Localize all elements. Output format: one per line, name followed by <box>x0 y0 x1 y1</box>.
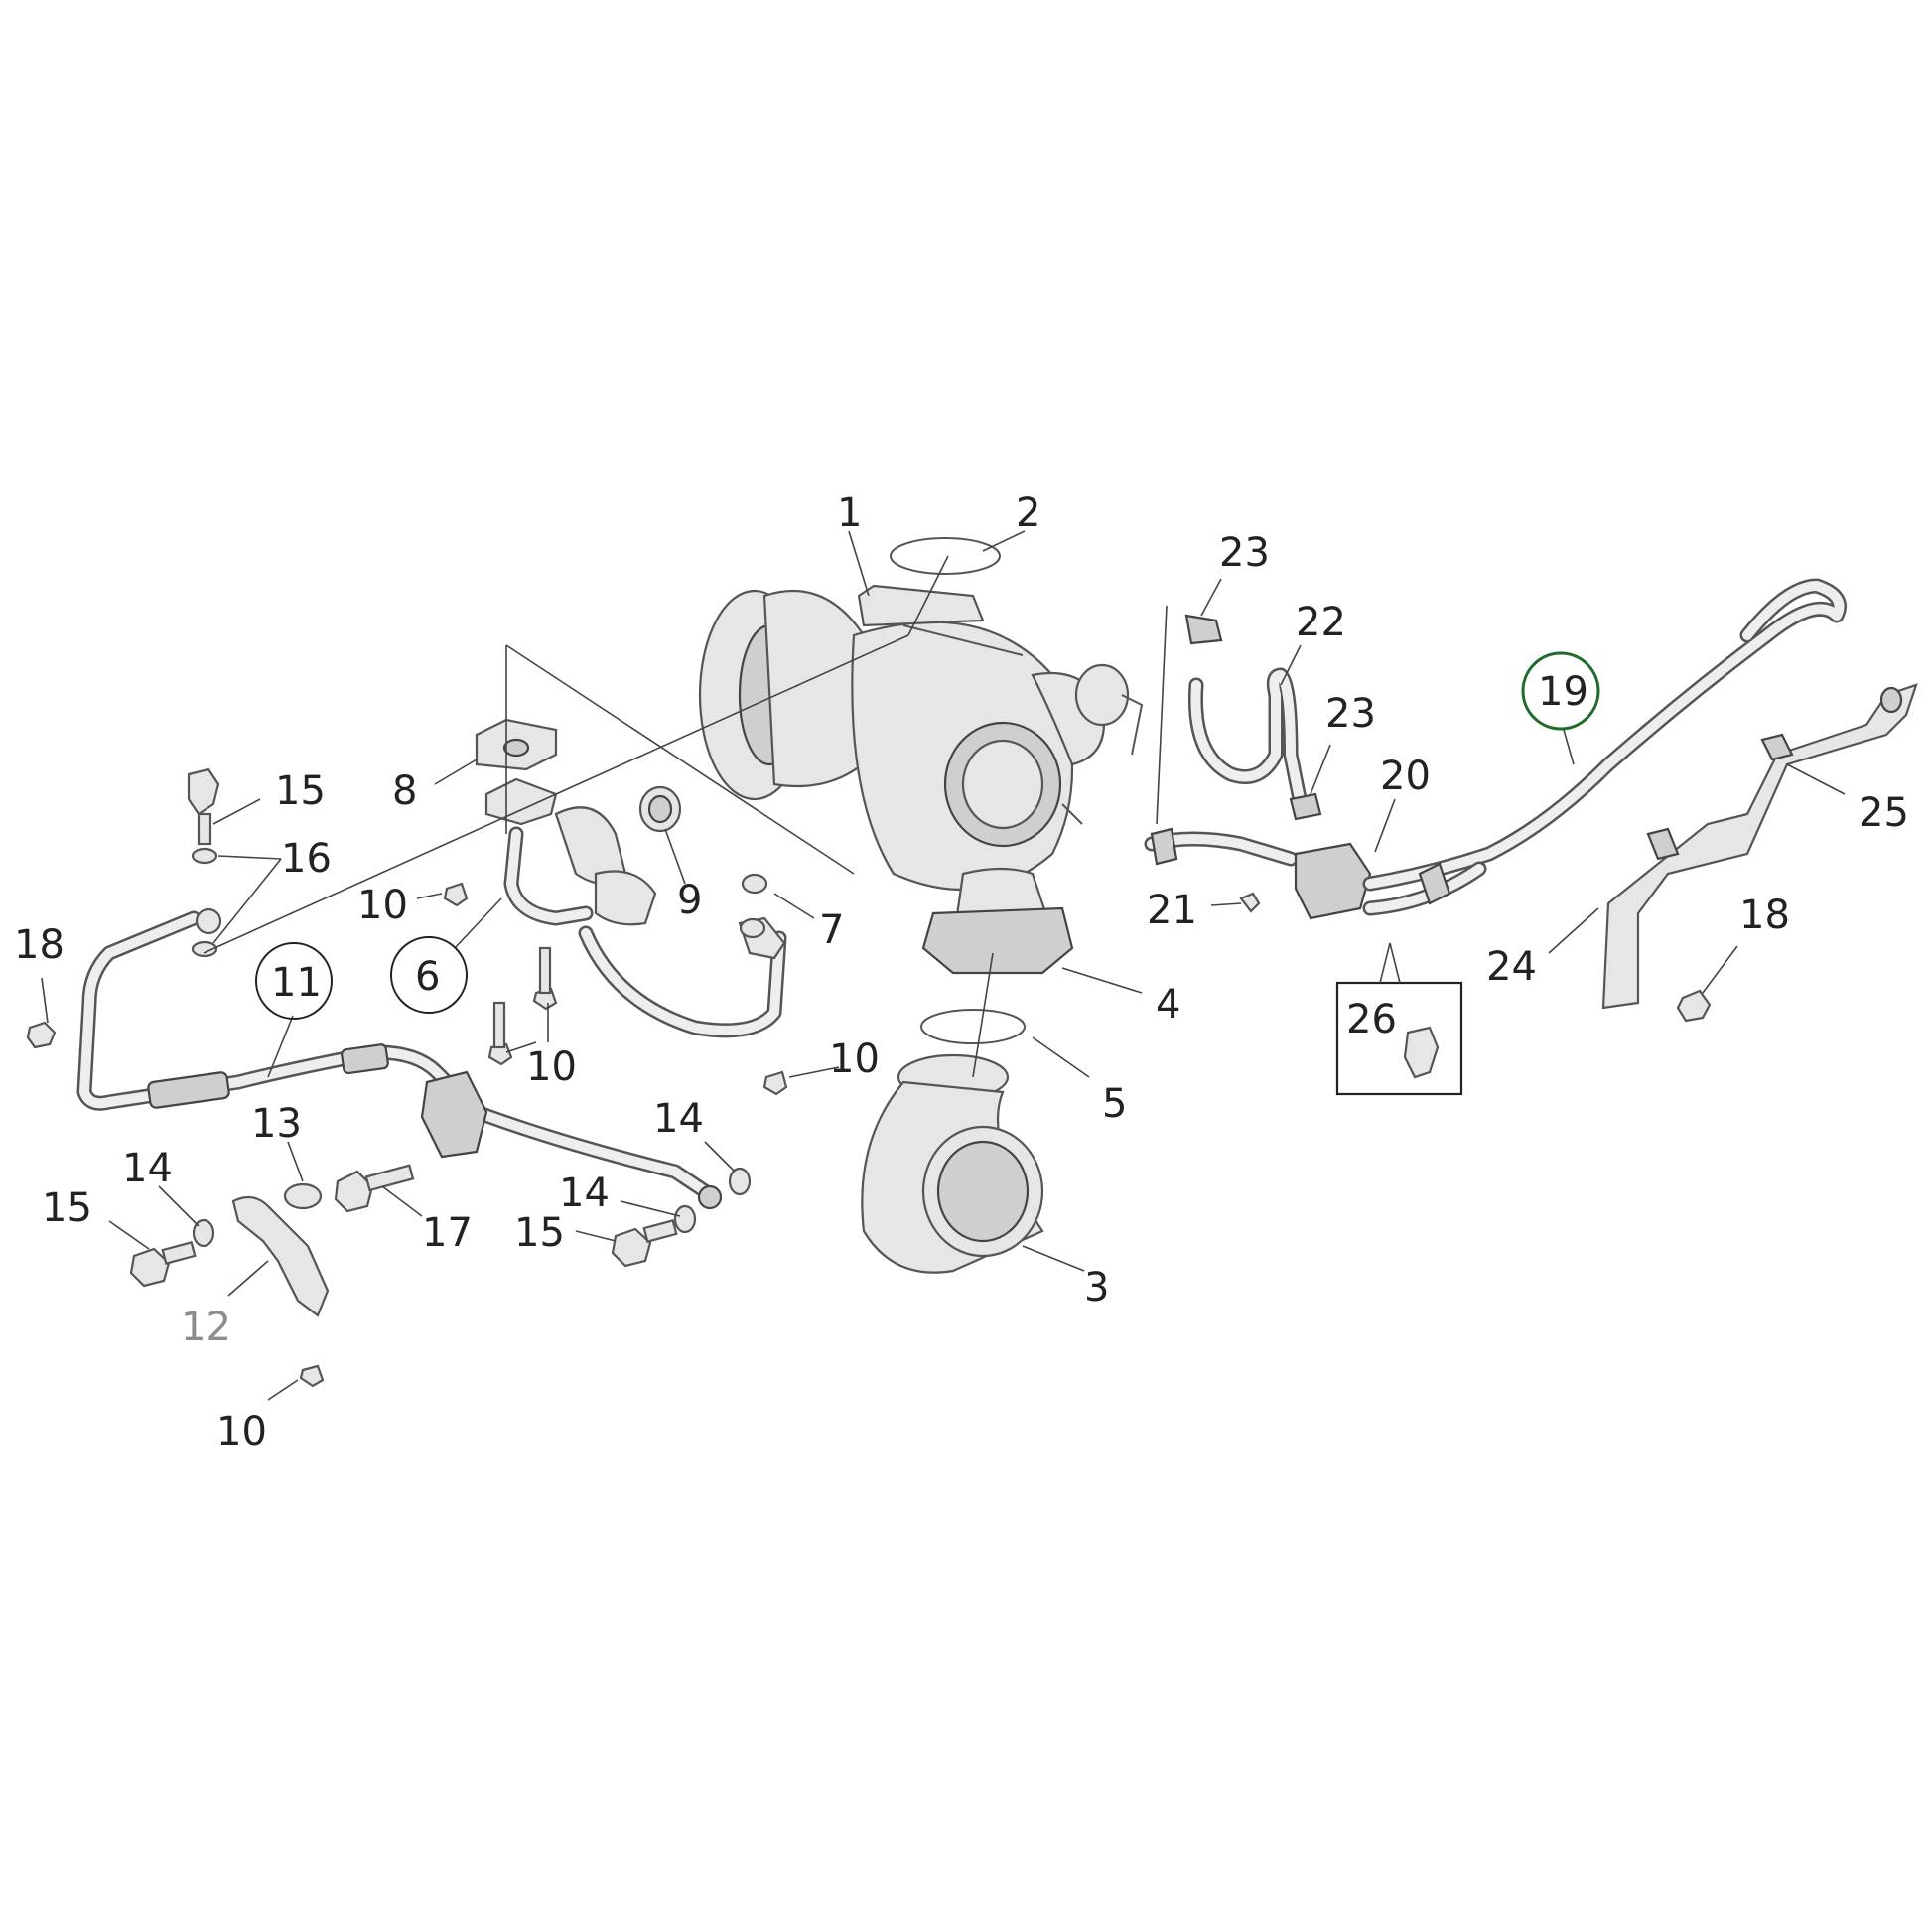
label-12: 12 <box>181 1305 231 1350</box>
label-23-a: 23 <box>1219 530 1270 576</box>
water-pipe <box>578 873 787 1038</box>
gasket-2 <box>890 537 1001 575</box>
label-14-c: 14 <box>653 1096 704 1142</box>
label-11: 11 <box>271 960 322 1006</box>
detail-clip-26 <box>1403 1026 1440 1079</box>
oil-return-pipe <box>475 718 682 926</box>
label-6: 6 <box>415 954 440 1000</box>
label-14-a: 14 <box>122 1146 173 1191</box>
label-4: 4 <box>1156 982 1180 1028</box>
label-16: 16 <box>281 836 332 882</box>
part-labels: 1 2 3 4 5 6 7 8 9 10 10 10 10 11 12 13 1… <box>14 490 1909 1454</box>
callout-circle-6 <box>390 936 468 1014</box>
label-13: 13 <box>251 1101 302 1147</box>
label-10-c: 10 <box>829 1036 880 1082</box>
label-7: 7 <box>819 907 844 953</box>
leader-lines <box>41 530 1846 1401</box>
oil-feed-pipe <box>76 907 723 1210</box>
detail-box-26 <box>1335 981 1463 1096</box>
callout-circle-19 <box>1521 651 1600 731</box>
vacuum-hoses <box>1144 614 1372 920</box>
label-9: 9 <box>677 878 702 923</box>
label-5: 5 <box>1102 1081 1127 1127</box>
brackets <box>1601 683 1918 1010</box>
label-15-c: 15 <box>514 1210 565 1256</box>
fasteners <box>26 767 1712 1388</box>
label-2: 2 <box>1016 490 1040 536</box>
label-10-d: 10 <box>216 1409 267 1454</box>
exhaust-elbow <box>861 1053 1044 1274</box>
long-hose <box>1362 578 1847 916</box>
callout-circle-11 <box>255 942 333 1020</box>
label-18-a: 18 <box>14 922 65 968</box>
label-21: 21 <box>1147 888 1197 933</box>
label-17: 17 <box>422 1210 473 1256</box>
label-18-b: 18 <box>1739 893 1790 938</box>
gasket-5 <box>920 1009 1026 1044</box>
label-25: 25 <box>1859 790 1909 836</box>
label-22: 22 <box>1296 600 1346 645</box>
label-20: 20 <box>1380 754 1431 799</box>
label-15-a: 15 <box>275 768 326 814</box>
label-8: 8 <box>392 768 417 814</box>
turbocharger <box>698 584 1144 975</box>
label-19: 19 <box>1538 669 1588 715</box>
label-26: 26 <box>1346 997 1397 1042</box>
label-1: 1 <box>837 490 862 536</box>
label-10-b: 10 <box>526 1044 577 1090</box>
label-3: 3 <box>1084 1265 1109 1311</box>
label-24: 24 <box>1486 944 1537 990</box>
label-15-b: 15 <box>42 1185 92 1231</box>
label-10-a: 10 <box>357 883 408 928</box>
label-14-b: 14 <box>559 1171 610 1216</box>
label-23-b: 23 <box>1325 691 1376 737</box>
